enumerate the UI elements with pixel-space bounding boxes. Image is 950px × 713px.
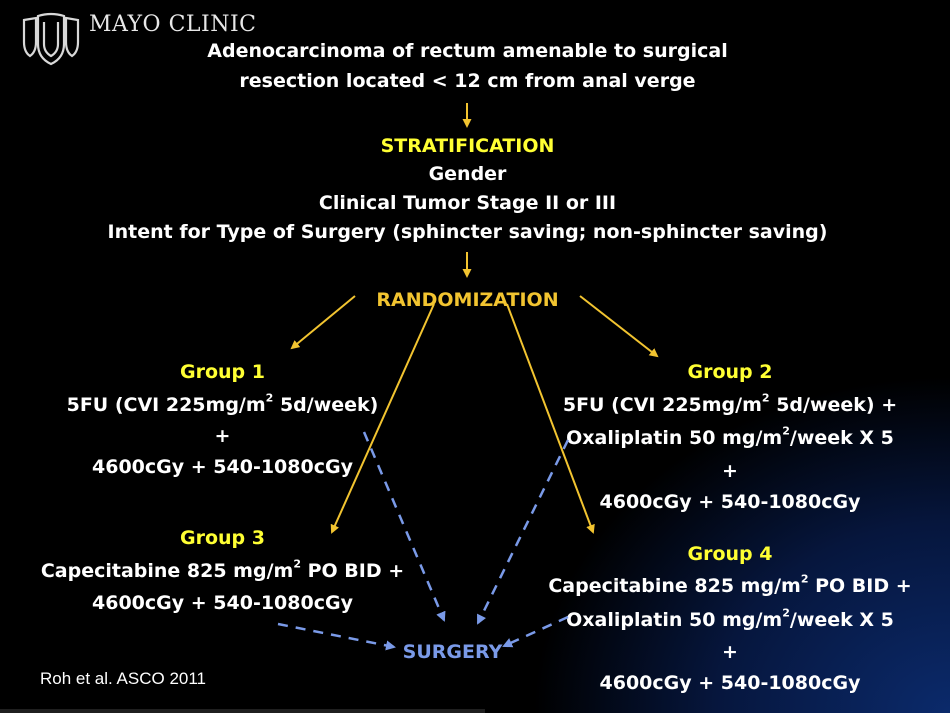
arrow-randomization-to-group-4 [506,303,595,534]
logo-text: MAYO CLINIC [89,12,257,37]
arrow-group-2-to-surgery [476,439,570,625]
group-2-title: Group 2 [687,361,773,383]
eligibility-line-2: resection located < 12 cm from anal verg… [239,70,696,92]
arrow-group-1-to-surgery [362,431,446,622]
stratification-item-surgery-intent: Intent for Type of Surgery (sphincter sa… [107,221,828,243]
arrow-randomization-to-group-1 [290,295,356,350]
group-1-plus: + [214,425,231,447]
group-4-radiation: 4600cGy + 540-1080cGy [599,672,861,694]
arrow-group-4-to-surgery [502,615,569,648]
stratification-item-gender: Gender [428,163,507,185]
stratification-title: STRATIFICATION [380,135,555,157]
group-3-title: Group 3 [180,527,265,549]
surgery-label: SURGERY [402,641,503,663]
mayo-shields-icon [22,12,80,66]
arrow-group-3-to-surgery [277,622,396,651]
group-4-line-1: Capecitabine 825 mg/m2 PO BID + [548,572,912,597]
group-4-plus: + [722,641,738,663]
group-3-radiation: 4600cGy + 540-1080cGy [92,592,353,614]
randomization-label: RANDOMIZATION [376,289,559,311]
group-2-line-2: Oxaliplatin 50 mg/m2/week X 5 [566,424,894,449]
group-4-title: Group 4 [687,543,773,565]
stratification-item-stage: Clinical Tumor Stage II or III [318,192,617,214]
group-1-radiation: 4600cGy + 540-1080cGy [92,456,353,478]
group-4-line-2: Oxaliplatin 50 mg/m2/week X 5 [566,606,894,631]
bottom-divider [0,709,485,713]
arrow-randomization-to-group-2 [579,295,659,358]
group-2-radiation: 4600cGy + 540-1080cGy [599,491,861,513]
group-3-line-1: Capecitabine 825 mg/m2 PO BID + [40,557,405,582]
group-2-plus: + [722,460,738,482]
group-2-line-1: 5FU (CVI 225mg/m2 5d/week) + [562,391,898,416]
citation: Roh et al. ASCO 2011 [40,669,207,688]
eligibility-line-1: Adenocarcinoma of rectum amenable to sur… [207,40,728,62]
group-1-line-1: 5FU (CVI 225mg/m2 5d/week) [66,391,379,416]
group-1-title: Group 1 [180,361,265,383]
arrow-randomization-to-group-3 [330,303,435,534]
